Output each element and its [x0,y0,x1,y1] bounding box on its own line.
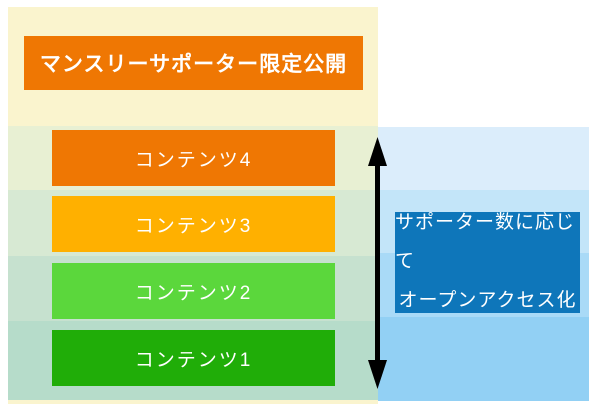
content-bar-4: コンテンツ4 [52,130,335,186]
content-bar-3: コンテンツ3 [52,196,335,252]
header-label: マンスリーサポーター限定公開 [39,53,348,76]
open-access-annotation: サポーター数に応じて オープンアクセス化 [395,212,580,313]
annotation-line-1: サポーター数に応じて [395,212,576,273]
content-bar-2-label: コンテンツ2 [134,282,253,304]
annotation-line-2: オープンアクセス化 [398,289,577,311]
right-row-band-1 [378,127,589,190]
content-bar-2: コンテンツ2 [52,263,335,319]
content-bar-3-label: コンテンツ3 [134,215,253,237]
header-box: マンスリーサポーター限定公開 [24,36,363,90]
content-bar-4-label: コンテンツ4 [134,149,253,171]
content-bar-1: コンテンツ1 [52,330,335,386]
right-row-band-4 [378,317,589,401]
content-bar-1-label: コンテンツ1 [134,349,253,371]
vertical-double-arrow-icon [368,137,387,389]
